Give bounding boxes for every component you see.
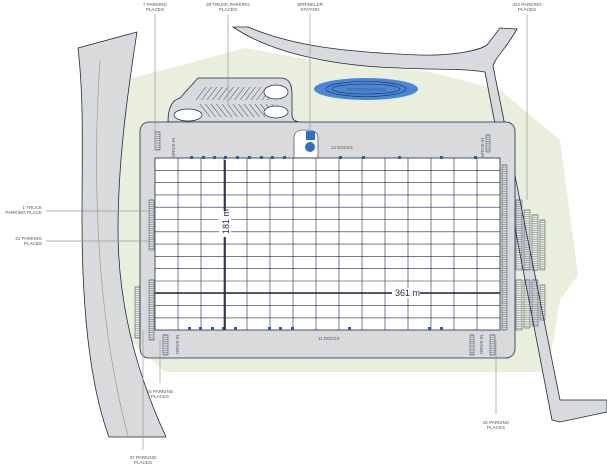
retention-pond: RETENTION POND xyxy=(314,78,418,100)
truck-stall xyxy=(250,86,262,101)
dock-door xyxy=(199,327,202,330)
truck-stall xyxy=(245,86,256,101)
dock-door xyxy=(348,327,351,330)
left-road xyxy=(77,31,167,438)
dock-door xyxy=(190,156,193,159)
label-7-parking: 7 PARKING xyxy=(143,2,168,7)
truck-stall xyxy=(201,86,212,101)
truck-stall xyxy=(205,103,216,118)
dock-door xyxy=(222,327,225,330)
dock-door xyxy=(224,156,227,159)
dock-door xyxy=(440,156,443,159)
dock-door xyxy=(283,156,286,159)
dock-door xyxy=(188,327,191,330)
truck-stall xyxy=(195,86,207,101)
truck-stall xyxy=(199,103,211,118)
truck-stall xyxy=(232,103,244,118)
dock-door xyxy=(211,327,214,330)
truck-stall xyxy=(227,103,238,118)
truck-stall xyxy=(216,103,227,118)
truck-stall xyxy=(221,103,233,118)
dock-door xyxy=(236,156,239,159)
sprinkler-station xyxy=(293,129,319,159)
label-322-parking-2: PLACES xyxy=(518,7,536,12)
truck-stall xyxy=(249,103,260,118)
label-15-parking-right-2: PLACES xyxy=(487,425,505,430)
dock-door xyxy=(474,156,477,159)
label-1-truck-2: PARKING PLACE xyxy=(5,210,42,215)
dock-door xyxy=(362,156,365,159)
dock-door xyxy=(260,156,263,159)
label-truck-parking: 29 TRUCK PARKING xyxy=(206,2,250,7)
label-322-parking: 322 PARKING xyxy=(512,2,542,7)
label-47-parking-2: PLACES xyxy=(134,460,152,465)
truck-stall xyxy=(223,86,234,101)
label-sprinkler-2: STATION xyxy=(300,7,319,12)
top-access-road xyxy=(231,26,607,423)
truck-stall xyxy=(234,86,245,101)
dock-door xyxy=(398,156,401,159)
label-sprinkler: SPRINKLER xyxy=(297,2,324,7)
drive-in-label-bl: DRIVE-IN xyxy=(175,335,180,354)
depth-dimension: 181 m xyxy=(221,209,231,234)
dock-doors xyxy=(188,156,477,330)
annotations: 7 PARKING PLACES 29 TRUCK PARKING PLACES… xyxy=(5,2,542,465)
label-22-parking-2: PLACES xyxy=(24,241,42,246)
dock-door xyxy=(271,156,274,159)
dock-door xyxy=(428,327,431,330)
truck-stall xyxy=(210,103,222,118)
dock-door xyxy=(213,156,216,159)
label-truck-parking-2: PLACES xyxy=(219,7,237,12)
dock-door xyxy=(234,327,237,330)
retention-pond-label: RETENTION POND xyxy=(346,87,385,92)
truck-stall xyxy=(239,86,251,101)
dock-door xyxy=(291,327,294,330)
label-15-parking-left-2: PLACES xyxy=(151,394,169,399)
drive-in-label-tl: DRIVE-IN xyxy=(171,138,176,157)
label-7-parking-2: PLACES xyxy=(146,7,164,12)
truck-stall xyxy=(206,86,218,101)
dock-door xyxy=(339,156,342,159)
bottom-docks-label: 11 DOCKS xyxy=(318,336,339,341)
drive-in-label-tr: DRIVE-IN xyxy=(480,138,485,157)
truck-stall xyxy=(212,86,223,101)
width-dimension: 361 m xyxy=(395,288,420,298)
truck-stall xyxy=(238,103,249,118)
dock-door xyxy=(440,327,443,330)
label-1-truck: 1 TRUCK xyxy=(22,205,43,210)
dock-door xyxy=(248,156,251,159)
dock-door xyxy=(279,327,282,330)
label-22-parking: 22 PARKING xyxy=(15,236,42,241)
dock-door xyxy=(202,156,205,159)
truck-stall xyxy=(228,86,240,101)
label-15-parking-left: 15 PARKING xyxy=(147,389,174,394)
label-47-parking: 47 PARKING xyxy=(130,455,157,460)
dock-door xyxy=(268,327,271,330)
truck-stall xyxy=(243,103,255,118)
top-docks-label: 12 DOCKS xyxy=(331,145,353,150)
label-15-parking-right: 15 PARKING xyxy=(483,420,510,425)
truck-stall xyxy=(254,103,266,118)
truck-stall xyxy=(217,86,229,101)
parking-stalls xyxy=(134,131,546,356)
drive-in-label-br: DRIVE-IN xyxy=(479,335,484,354)
